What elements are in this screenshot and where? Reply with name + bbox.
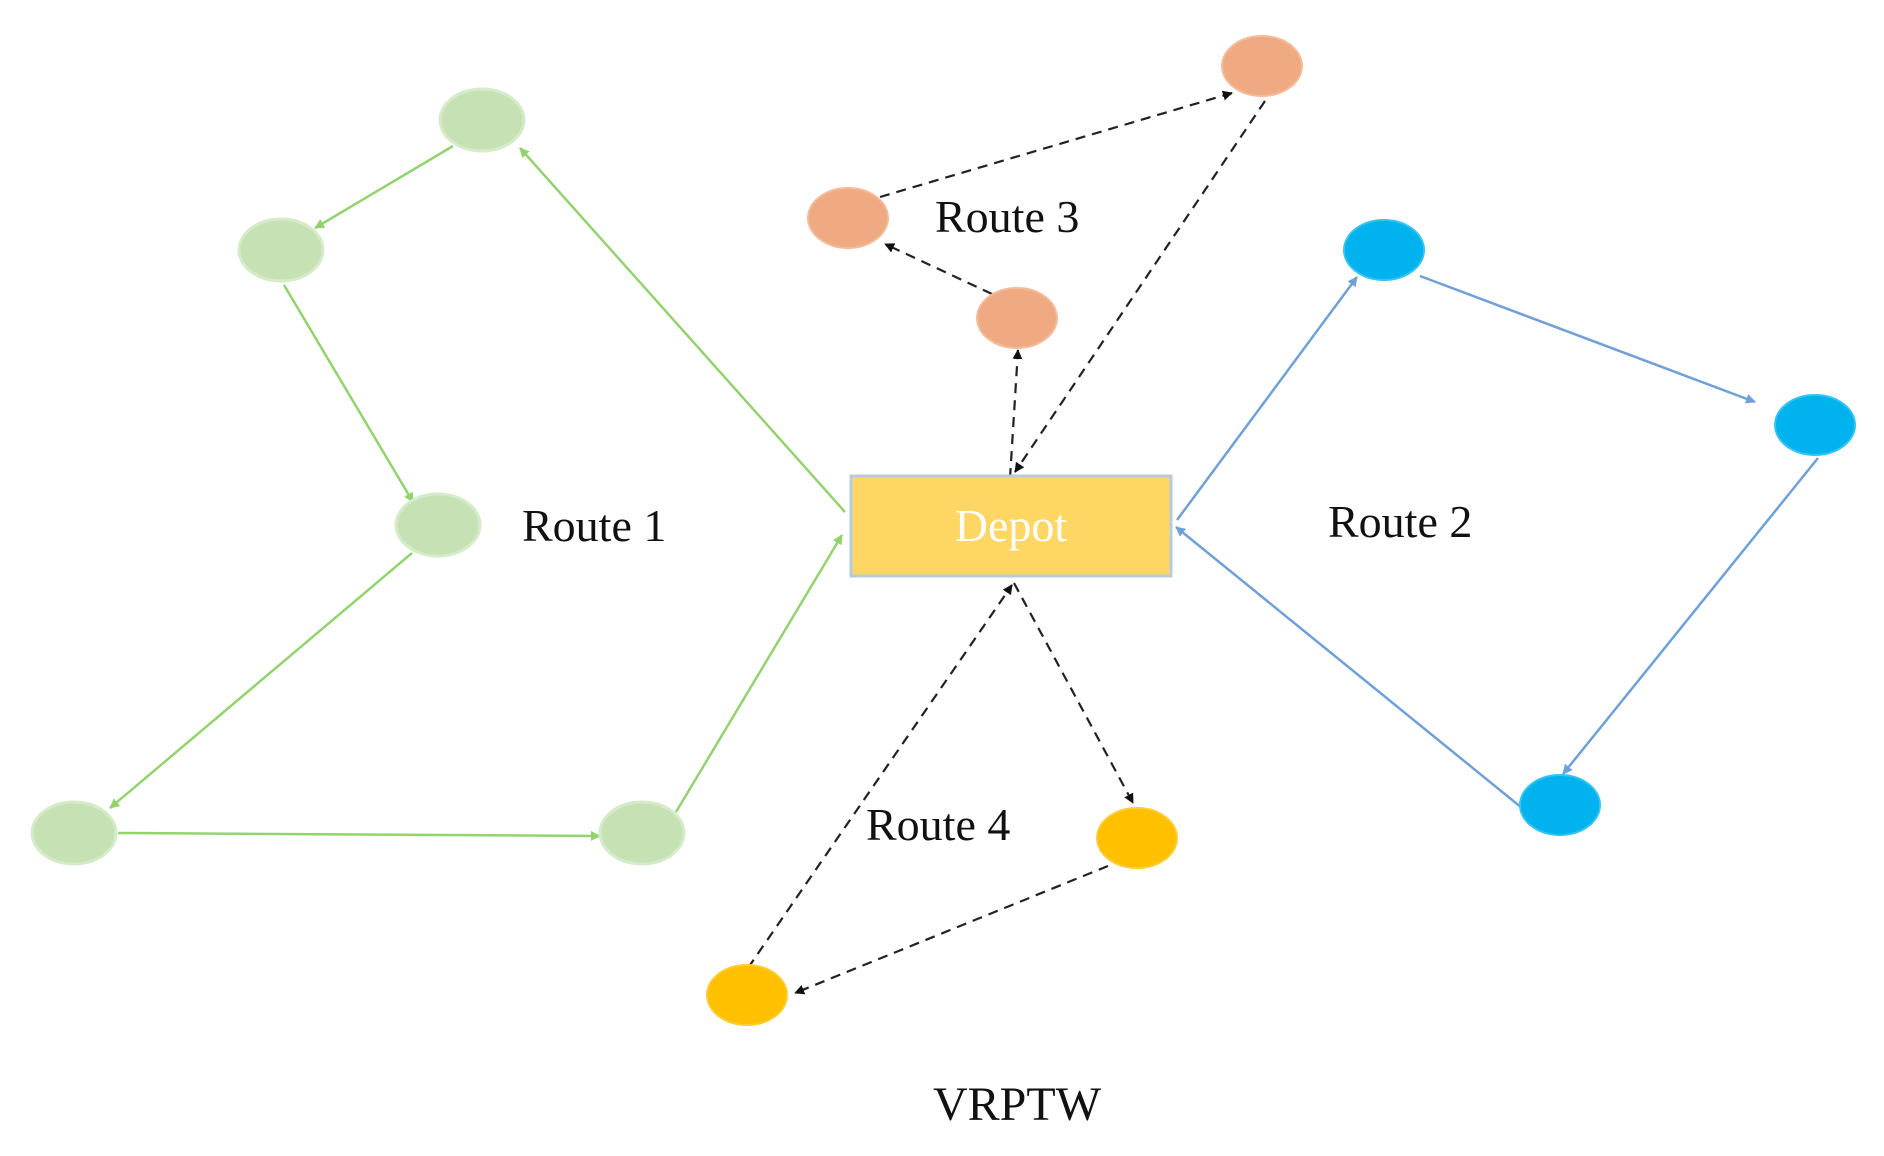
route2-node [1519,774,1601,836]
route3-node [1221,35,1303,97]
route1-edge-n4-to-n5 [117,833,600,836]
route1-node [598,800,686,866]
route2-edge-n1-to-n2 [1419,274,1755,402]
route2-edge-n2-to-n3 [1562,457,1819,775]
route3-edge-n2-to-n3 [879,93,1232,199]
route1-edge-n5-to-depot [674,535,844,813]
route3-edge-n3-to-depot [1014,100,1266,472]
route2-edges [1175,274,1819,809]
depot-box [849,474,1173,578]
route4-edge-depot-to-n1 [1013,582,1134,803]
depot: Depot [849,474,1173,578]
route1-node [438,87,526,153]
route2-nodes [1343,219,1856,836]
diagram-caption: VRPTW [933,1078,1102,1131]
route2-node [1774,394,1856,456]
route4-node [706,964,788,1026]
route1-label: Route 1 [522,500,666,551]
route4-edges [747,582,1134,993]
route4-node [1096,807,1178,869]
route1-node [237,217,325,283]
route1-edge-n1-to-n2 [315,144,454,230]
route1-edge-depot-to-n1 [519,147,846,513]
route1-edges [109,144,846,836]
route1-edge-n3-to-n4 [109,552,413,809]
route4-edge-n2-to-depot [747,585,1013,969]
route4-edge-n1-to-n2 [795,864,1109,993]
route2-label: Route 2 [1328,496,1472,547]
route3-edge-n1-to-n2 [885,243,993,295]
route1-edge-n2-to-n3 [282,284,415,502]
route3-node [976,287,1058,349]
route3-edges [879,93,1266,479]
route2-node [1343,219,1425,281]
depot-label: Depot [955,500,1068,551]
route3-nodes [807,35,1303,349]
route4-nodes [706,807,1178,1026]
route1-node [394,492,482,558]
route1-nodes [30,87,686,866]
route2-edge-depot-to-n1 [1175,277,1359,521]
route4-label: Route 4 [866,799,1010,850]
route3-label: Route 3 [935,191,1079,242]
route1-node [30,800,118,866]
route3-node [807,187,889,249]
route2-edge-n3-to-depot [1175,526,1523,809]
route3-edge-depot-to-n1 [1008,350,1018,479]
